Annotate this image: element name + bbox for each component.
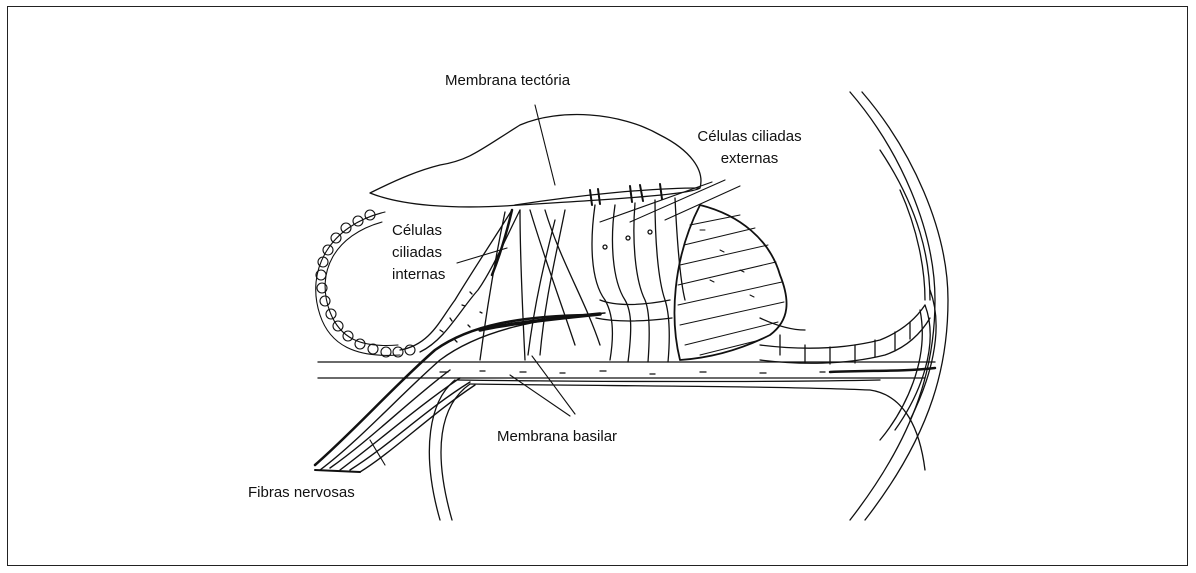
label-internas-line1: Células xyxy=(392,220,445,242)
label-membrana-tectoria: Membrana tectória xyxy=(445,70,570,92)
hensen-cells-hatched xyxy=(675,205,787,360)
tectorial-membrane xyxy=(370,115,701,207)
label-membrana-basilar: Membrana basilar xyxy=(497,426,617,448)
basilar-membrane xyxy=(318,362,935,378)
spiral-ligament xyxy=(850,92,948,520)
label-externas-line2: externas xyxy=(672,148,827,170)
label-celulas-ciliadas-externas: Células ciliadas externas xyxy=(672,126,827,170)
label-celulas-ciliadas-internas: Células ciliadas internas xyxy=(392,220,445,286)
label-internas-line2: ciliadas xyxy=(392,242,445,264)
outer-hair-cells xyxy=(592,198,685,362)
tunnel-pillars xyxy=(528,210,600,355)
label-internas-line3: internas xyxy=(392,264,445,286)
label-externas-line1: Células ciliadas xyxy=(672,126,827,148)
label-fibras-nervosas: Fibras nervosas xyxy=(248,482,355,504)
